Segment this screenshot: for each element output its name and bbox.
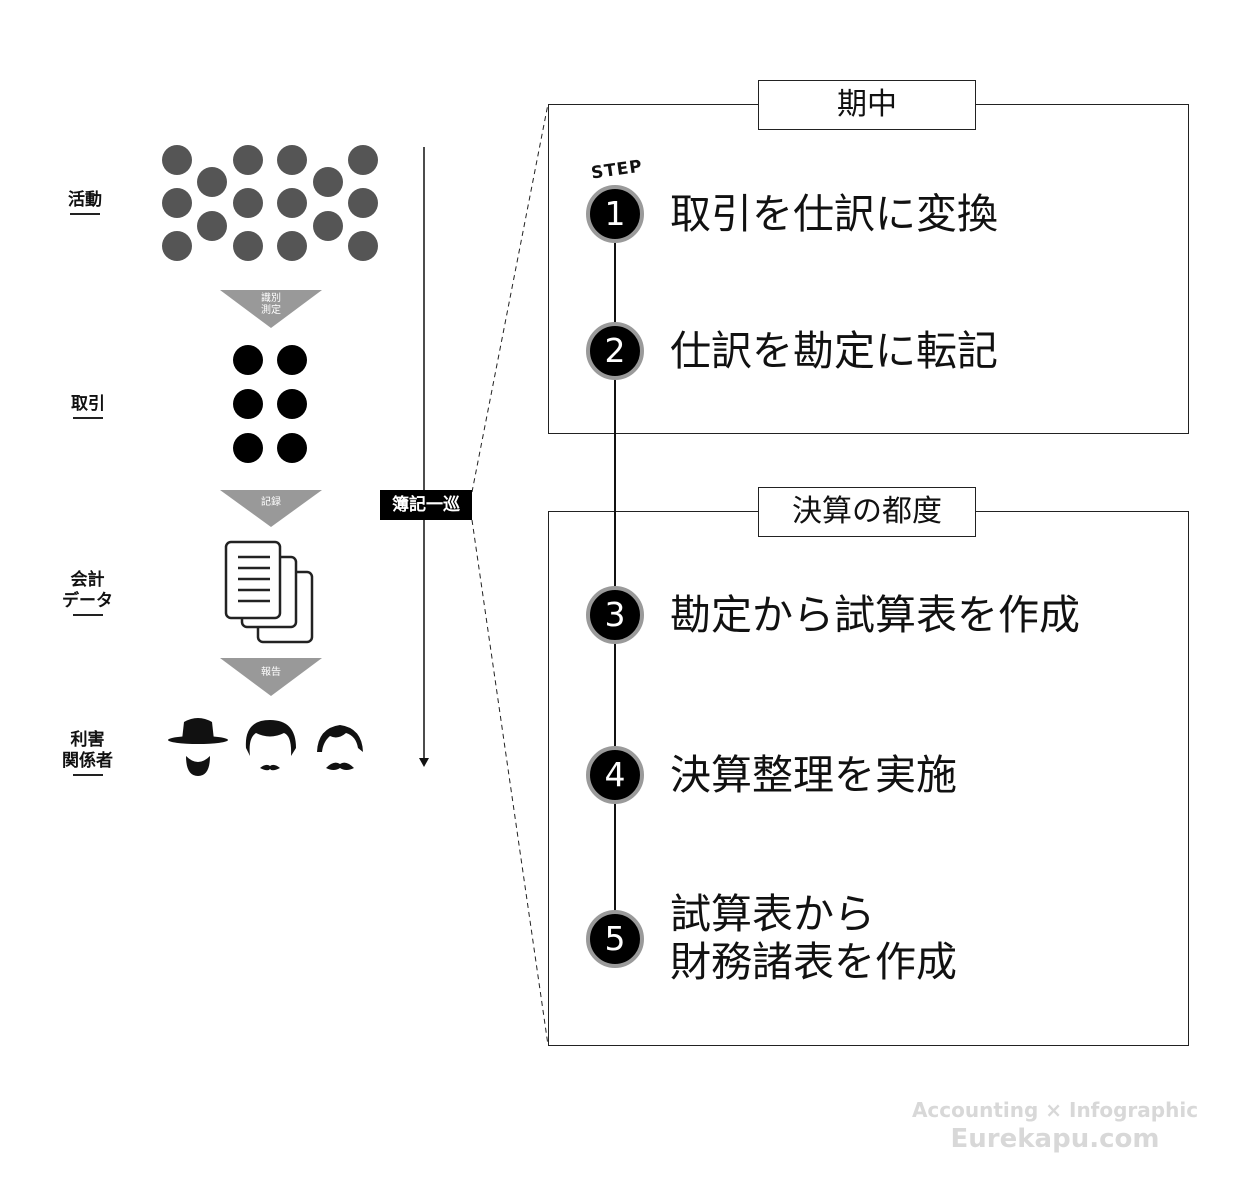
activity-underline xyxy=(70,213,100,215)
step-2-number: 2 xyxy=(586,322,644,380)
step-5-text: 試算表から 財務諸表を作成 xyxy=(670,890,957,986)
accounting-data-label-line2: データ xyxy=(62,591,113,611)
bookkeeping-cycle-label: 簿記一巡 xyxy=(380,490,472,520)
transaction-underline xyxy=(73,417,103,419)
stakeholders-label-line2: 関係者 xyxy=(62,751,113,771)
step-1-text: 取引を仕訳に変換 xyxy=(670,190,998,238)
stakeholders-underline xyxy=(72,774,103,776)
cycle-timeline-arrowhead xyxy=(419,758,429,767)
stakeholders-label-line1: 利害 xyxy=(70,730,105,750)
closing-title: 決算の都度 xyxy=(758,487,976,537)
report-arrow xyxy=(220,658,322,696)
stakeholder-hair-moustache-icon xyxy=(245,720,296,771)
step-3-text: 勘定から試算表を作成 xyxy=(670,591,1080,639)
activity-dots xyxy=(162,145,378,261)
closing-box xyxy=(548,511,1189,1046)
accounting-data-underline xyxy=(72,614,103,616)
accounting-data-label-line1: 会計 xyxy=(70,570,105,590)
step-5-text-line1: 試算表から xyxy=(670,890,875,938)
step-1-number: 1 xyxy=(586,185,644,243)
stakeholder-bun-moustache-icon xyxy=(317,725,363,770)
document-stack-icon xyxy=(224,540,314,644)
accounting-data-label: 会計 データ xyxy=(62,570,113,616)
step-4-text: 決算整理を実施 xyxy=(670,751,957,799)
step-connector-line xyxy=(614,215,616,940)
stakeholders-label: 利害 関係者 xyxy=(62,730,113,776)
record-label: 記録 xyxy=(251,497,291,509)
identify-label-line1: 識別 xyxy=(261,293,281,304)
during-period-box xyxy=(548,104,1189,434)
step-4-number: 4 xyxy=(586,746,644,804)
transaction-label: 取引 xyxy=(71,394,105,419)
step-3-number: 3 xyxy=(586,586,644,644)
record-arrow xyxy=(220,490,322,527)
zoom-line-bottom xyxy=(471,519,549,1046)
transaction-dots xyxy=(233,345,307,463)
identify-arrow xyxy=(220,290,322,328)
step-2-text: 仕訳を勘定に転記 xyxy=(670,327,998,375)
report-label: 報告 xyxy=(251,667,291,679)
credit-line2: Eurekapu.com xyxy=(950,1124,1160,1154)
step-5-number: 5 xyxy=(586,910,644,968)
identify-label-line2: 測定 xyxy=(261,305,281,316)
identify-measure-label: 識別 測定 xyxy=(251,293,291,317)
credit-line1: Accounting × Infographic xyxy=(911,1098,1199,1122)
activity-label-text: 活動 xyxy=(68,190,102,210)
activity-label: 活動 xyxy=(68,190,102,215)
zoom-line-top xyxy=(471,103,549,493)
record-label-text: 記録 xyxy=(261,497,281,508)
report-label-text: 報告 xyxy=(261,667,281,678)
during-period-title: 期中 xyxy=(758,80,976,130)
transaction-label-text: 取引 xyxy=(71,394,105,414)
step-5-text-line2: 財務諸表を作成 xyxy=(670,938,957,986)
stakeholder-hat-beard-icon xyxy=(168,718,228,776)
